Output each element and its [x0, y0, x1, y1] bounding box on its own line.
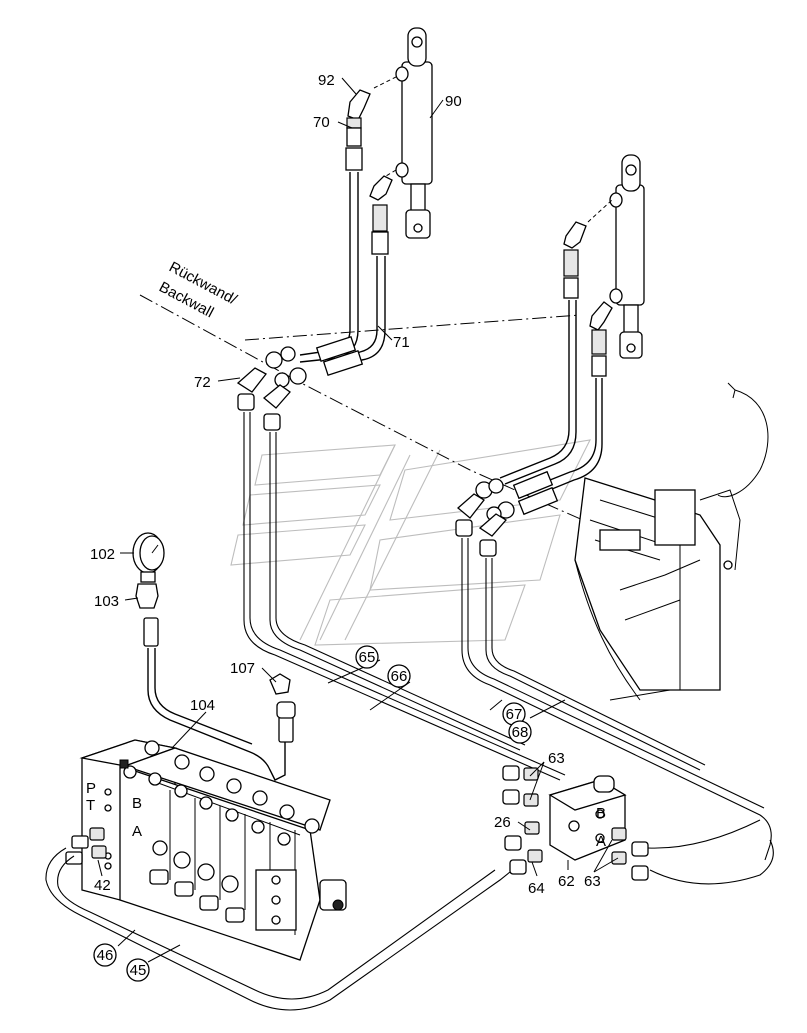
circled-label-67: 67	[502, 702, 526, 726]
valve-port-p-label: P	[86, 780, 96, 797]
hoses-cylinder-right	[499, 199, 613, 516]
machine-frame	[574, 382, 769, 701]
svg-text:46: 46	[97, 947, 114, 964]
circled-label-68: 68	[508, 720, 532, 744]
valve-port-t-label: T	[86, 797, 95, 814]
svg-text:B: B	[596, 805, 606, 822]
distribution-block: B A	[502, 765, 761, 881]
svg-text:66: 66	[391, 668, 408, 685]
circled-label-66: 66	[387, 664, 411, 688]
svg-text:68: 68	[512, 724, 529, 741]
part-label-71: 71	[393, 334, 410, 351]
part-label-107: 107	[230, 660, 255, 677]
watermark-logo	[230, 439, 591, 646]
part-label-102: 102	[90, 546, 115, 563]
part-label-64: 64	[528, 880, 545, 897]
svg-text:45: 45	[130, 962, 147, 979]
part-label-70: 70	[313, 114, 330, 131]
circled-label-46: 46	[93, 943, 117, 967]
backwall-line-upper	[244, 314, 581, 341]
svg-text:65: 65	[359, 649, 376, 666]
part-label-104: 104	[190, 697, 215, 714]
cylinder-left	[395, 27, 433, 239]
hoses-cylinder-left	[299, 75, 399, 377]
part-label-103: 103	[94, 593, 119, 610]
part-label-72: 72	[194, 374, 211, 391]
cylinder-right	[609, 154, 645, 359]
circled-label-65: 65	[355, 645, 379, 669]
backwall-line	[139, 294, 641, 546]
hoses-backwall-right	[455, 478, 774, 885]
pressure-gauge-assembly	[132, 532, 296, 781]
part-label-92: 92	[318, 72, 335, 89]
part-label-26: 26	[494, 814, 511, 831]
control-valve-bank: P T B A	[65, 739, 347, 961]
part-label-62: 62	[558, 873, 575, 890]
svg-text:A: A	[596, 833, 606, 850]
valve-port-a-label: A	[132, 823, 142, 840]
hoses-45-46	[45, 847, 516, 1011]
part-label-63-right: 63	[584, 873, 601, 890]
svg-text:67: 67	[506, 706, 523, 723]
part-label-42: 42	[94, 877, 111, 894]
hoses-backwall-left	[236, 346, 566, 781]
part-label-63-left: 63	[548, 750, 565, 767]
circled-label-45: 45	[126, 958, 150, 982]
valve-port-b-label: B	[132, 795, 142, 812]
part-label-90: 90	[445, 93, 462, 110]
